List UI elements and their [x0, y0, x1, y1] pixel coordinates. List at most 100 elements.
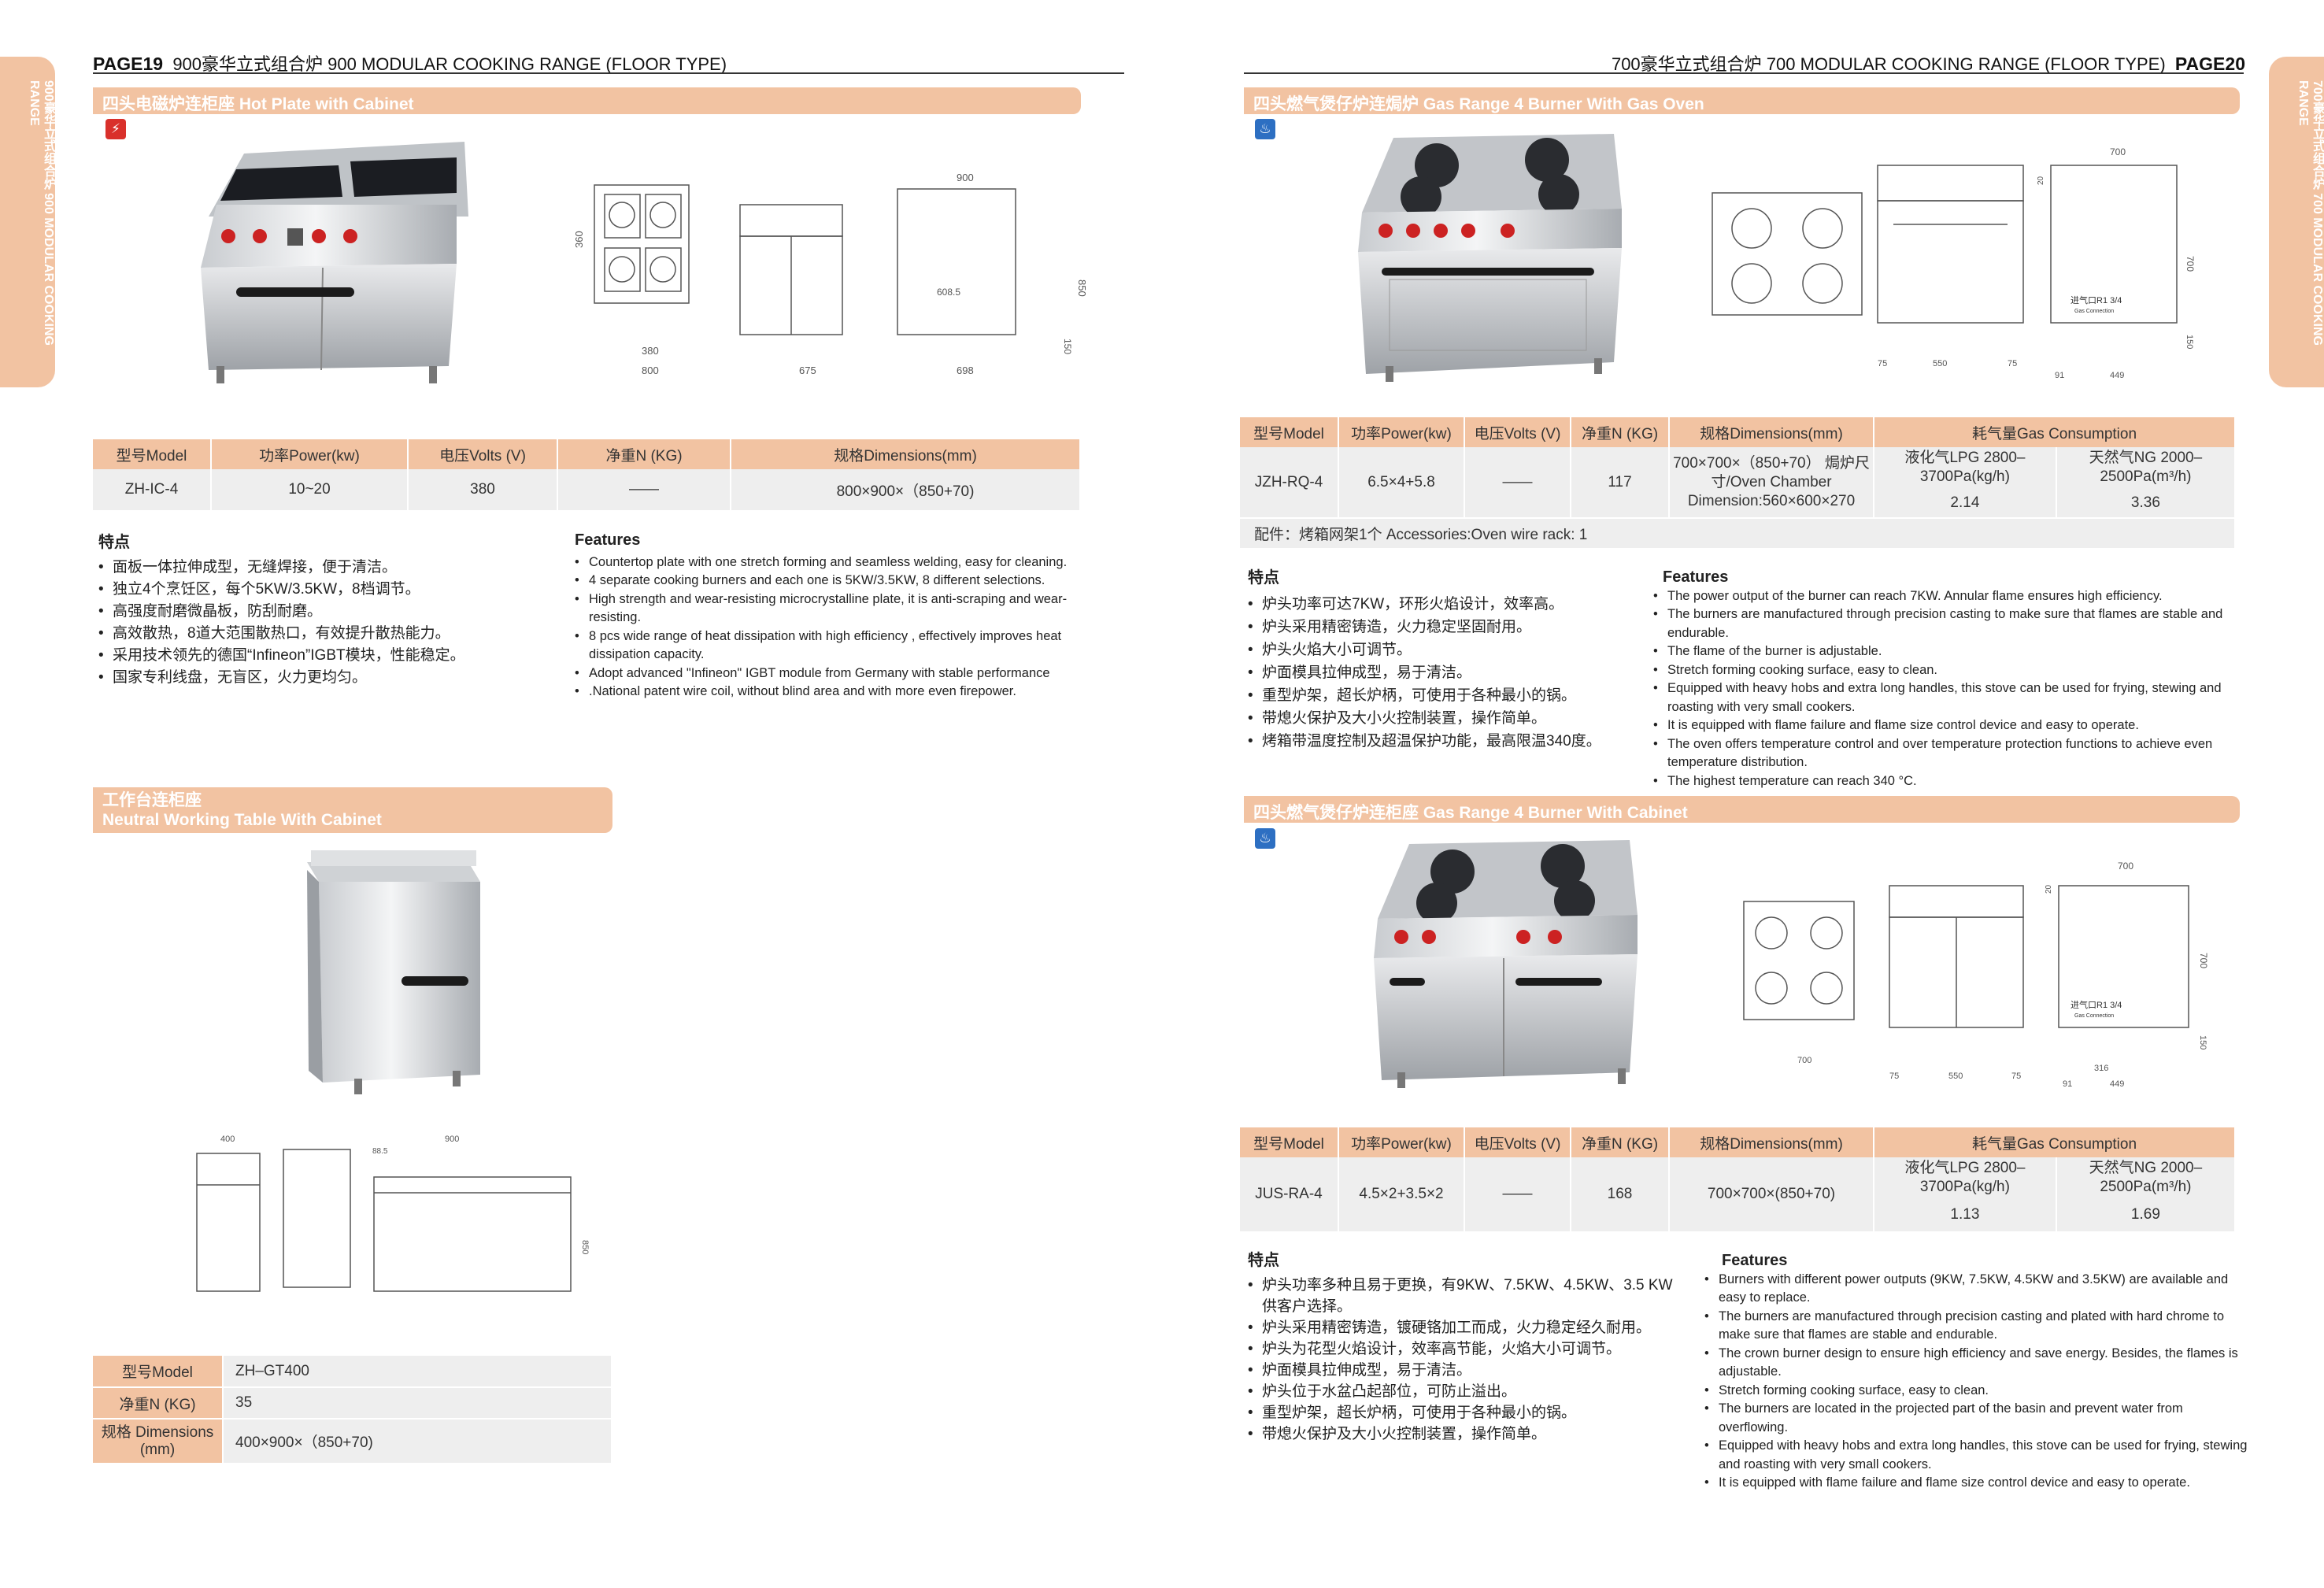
sub-header-ng: 天然气NG 2000–2500Pa(m³/h) — [2056, 447, 2237, 488]
header-rule-right — [1244, 72, 2244, 74]
row-value: 35 — [223, 1386, 612, 1419]
col-model: 型号Model — [1240, 1127, 1339, 1157]
dim-label: 150 — [2185, 335, 2194, 349]
col-model: 型号Model — [1240, 417, 1339, 447]
list-item: .National patent wire coil, without blin… — [575, 683, 1079, 701]
list-item: Equipped with heavy hobs and extra long … — [1704, 1437, 2248, 1474]
dim-label: 20 — [2045, 884, 2053, 894]
list-item: 炉面模具拉伸成型，易于清洁。 — [1248, 1360, 1673, 1381]
list-item: Countertop plate with one stretch formin… — [575, 553, 1079, 572]
dim-label: 608.5 — [937, 287, 960, 298]
dim-label: 900 — [445, 1135, 459, 1144]
gas-cabinet-cn-features: 特点 炉头功率多种且易于更换，有9KW、7.5KW、4.5KW、3.5 KW供客… — [1248, 1250, 1673, 1445]
dim-label: 900 — [957, 172, 974, 183]
features-title: Features — [575, 531, 641, 549]
col-volts: 电压Volts (V) — [1464, 1127, 1571, 1157]
flame-icon: ♨ — [1255, 828, 1275, 849]
dim-label: 850 — [580, 1240, 590, 1254]
header-left: PAGE19 900豪华立式组合炉 900 MODULAR COOKING RA… — [93, 50, 727, 76]
gas-cabinet-banner: 四头燃气煲仔炉连柜座 Gas Range 4 Burner With Cabin… — [1244, 796, 2240, 823]
dim-label: 800 — [642, 365, 659, 376]
features-title: Features — [1663, 568, 1729, 586]
list-item: 炉头功率可达7KW，环形火焰设计，效率高。 — [1248, 593, 1657, 616]
dim-label: 700 — [2118, 861, 2133, 872]
lightning-icon: ⚡ — [105, 119, 126, 139]
header-title: 900豪华立式组合炉 900 MODULAR COOKING RANGE (FL… — [172, 54, 727, 74]
sub-header-lpg: 液化气LPG 2800–3700Pa(kg/h) — [1874, 447, 2057, 488]
dim-label: 91 — [2063, 1079, 2072, 1089]
dim-label: 20 — [2037, 176, 2045, 185]
hot-plate-banner: 四头电磁炉连柜座 Hot Plate with Cabinet — [93, 87, 1081, 114]
hot-plate-drawing: 360 380 800 675 900 608.5 850 150 698 — [573, 172, 1086, 376]
hot-plate-photo — [201, 142, 468, 383]
list-item: 4 separate cooking burners and each one … — [575, 572, 1079, 590]
features-title: 特点 — [1248, 569, 1279, 587]
row-label: 净重N (KG) — [93, 1386, 224, 1419]
col-dimensions: 规格Dimensions(mm) — [731, 439, 1081, 469]
features-title: Features — [1722, 1252, 1788, 1269]
list-item: Stretch forming cooking surface, easy to… — [1653, 661, 2228, 680]
header-right: 700豪华立式组合炉 700 MODULAR COOKING RANGE (FL… — [1612, 50, 2245, 76]
col-weight: 净重N (KG) — [1571, 1127, 1670, 1157]
dim-label: 75 — [1889, 1072, 1899, 1081]
cell: 700×700×(850+70) — [1669, 1157, 1874, 1231]
gas-oven-photo — [1358, 134, 1622, 382]
list-item: 炉头火焰大小可调节。 — [1248, 639, 1657, 661]
cell: 800×900×（850+70) — [731, 469, 1081, 510]
cell: —— — [557, 469, 731, 510]
gas-oven-en-features: Features The power output of the burner … — [1653, 568, 2228, 790]
gas-cabinet-drawing: 700 20 700 150 700 75 550 75 316 91 449 … — [1743, 861, 2209, 1089]
gas-cabinet-photo — [1374, 840, 1638, 1088]
list-item: It is equipped with flame failure and fl… — [1704, 1474, 2248, 1493]
row-label: 型号Model — [93, 1356, 224, 1387]
dim-label: 150 — [2198, 1035, 2207, 1049]
dim-label: 316 — [2094, 1064, 2108, 1073]
list-item: 炉头位于水盆凸起部位，可防止溢出。 — [1248, 1381, 1673, 1402]
list-item: 炉头为花型火焰设计，效率高节能，火焰大小可调节。 — [1248, 1338, 1673, 1360]
gas-oven-banner: 四头燃气煲仔炉连焗炉 Gas Range 4 Burner With Gas O… — [1244, 87, 2240, 114]
hot-plate-cn-features: 特点 面板一体拉伸成型，无缝焊接，便于清洁。 独立4个烹饪区，每个5KW/3.5… — [98, 531, 571, 689]
cell: —— — [1464, 447, 1571, 518]
list-item: 独立4个烹饪区，每个5KW/3.5KW，8档调节。 — [98, 579, 571, 601]
list-item: The oven offers temperature control and … — [1653, 735, 2228, 772]
list-item: 高强度耐磨微晶板，防刮耐磨。 — [98, 601, 571, 623]
col-power: 功率Power(kw) — [1338, 1127, 1465, 1157]
working-table-photo — [307, 850, 480, 1094]
dim-label: 75 — [2011, 1072, 2021, 1081]
cell: 4.5×2+3.5×2 — [1338, 1157, 1465, 1231]
accessories-row: 配件：烤箱网架1个 Accessories:Oven wire rack: 1 — [1240, 517, 2236, 548]
dim-label: 700 — [2110, 146, 2126, 157]
dim-label: 380 — [642, 345, 659, 357]
banner-cn: 工作台连柜座 — [102, 791, 202, 809]
row-value: 400×900×（850+70) — [223, 1418, 612, 1463]
list-item: 国家专利线盘，无盲区，火力更均匀。 — [98, 667, 571, 689]
sub-header-ng: 天然气NG 2000–2500Pa(m³/h) — [2056, 1157, 2237, 1198]
list-item: 炉头功率多种且易于更换，有9KW、7.5KW、4.5KW、3.5 KW供客户选择… — [1248, 1275, 1673, 1317]
dim-label: 75 — [2008, 359, 2017, 368]
working-table-banner: 工作台连柜座 Neutral Working Table With Cabine… — [93, 787, 612, 833]
list-item: 炉头采用精密铸造，镀硬铬加工而成，火力稳定经久耐用。 — [1248, 1317, 1673, 1338]
list-item: 采用技术领先的德国“Infineon”IGBT模块，性能稳定。 — [98, 645, 571, 667]
list-item: Burners with different power outputs (9K… — [1704, 1271, 2248, 1308]
list-item: 带熄火保护及大小火控制装置，操作简单。 — [1248, 1423, 1673, 1445]
dim-label: 400 — [220, 1135, 235, 1144]
cell: 700×700×（850+70） 焗炉尺寸/Oven Chamber Dimen… — [1669, 447, 1874, 518]
cell: 1.13 — [1874, 1198, 2057, 1231]
dim-label: 850 — [1076, 279, 1086, 297]
col-volts: 电压Volts (V) — [1464, 417, 1571, 447]
dim-label: 700 — [2185, 256, 2196, 272]
col-power: 功率Power(kw) — [1338, 417, 1465, 447]
dim-label: 449 — [2110, 1079, 2124, 1089]
cell: 168 — [1571, 1157, 1670, 1231]
list-item: 带熄火保护及大小火控制装置，操作简单。 — [1248, 707, 1657, 730]
sub-header-lpg: 液化气LPG 2800–3700Pa(kg/h) — [1874, 1157, 2057, 1198]
gas-oven-cn-features: 特点 炉头功率可达7KW，环形火焰设计，效率高。 炉头采用精密铸造，火力稳定坚固… — [1248, 567, 1657, 753]
dim-label: 91 — [2055, 371, 2064, 380]
list-item: 8 pcs wide range of heat dissipation wit… — [575, 627, 1079, 664]
list-item: The flame of the burner is adjustable. — [1653, 642, 2228, 661]
list-item: Equipped with heavy hobs and extra long … — [1653, 679, 2228, 716]
list-item: 高效散热，8道大范围散热口，有效提升散热能力。 — [98, 623, 571, 645]
cell: 117 — [1571, 447, 1670, 518]
page-number: 19 — [142, 54, 164, 74]
hot-plate-en-features: Features Countertop plate with one stret… — [575, 531, 1079, 701]
